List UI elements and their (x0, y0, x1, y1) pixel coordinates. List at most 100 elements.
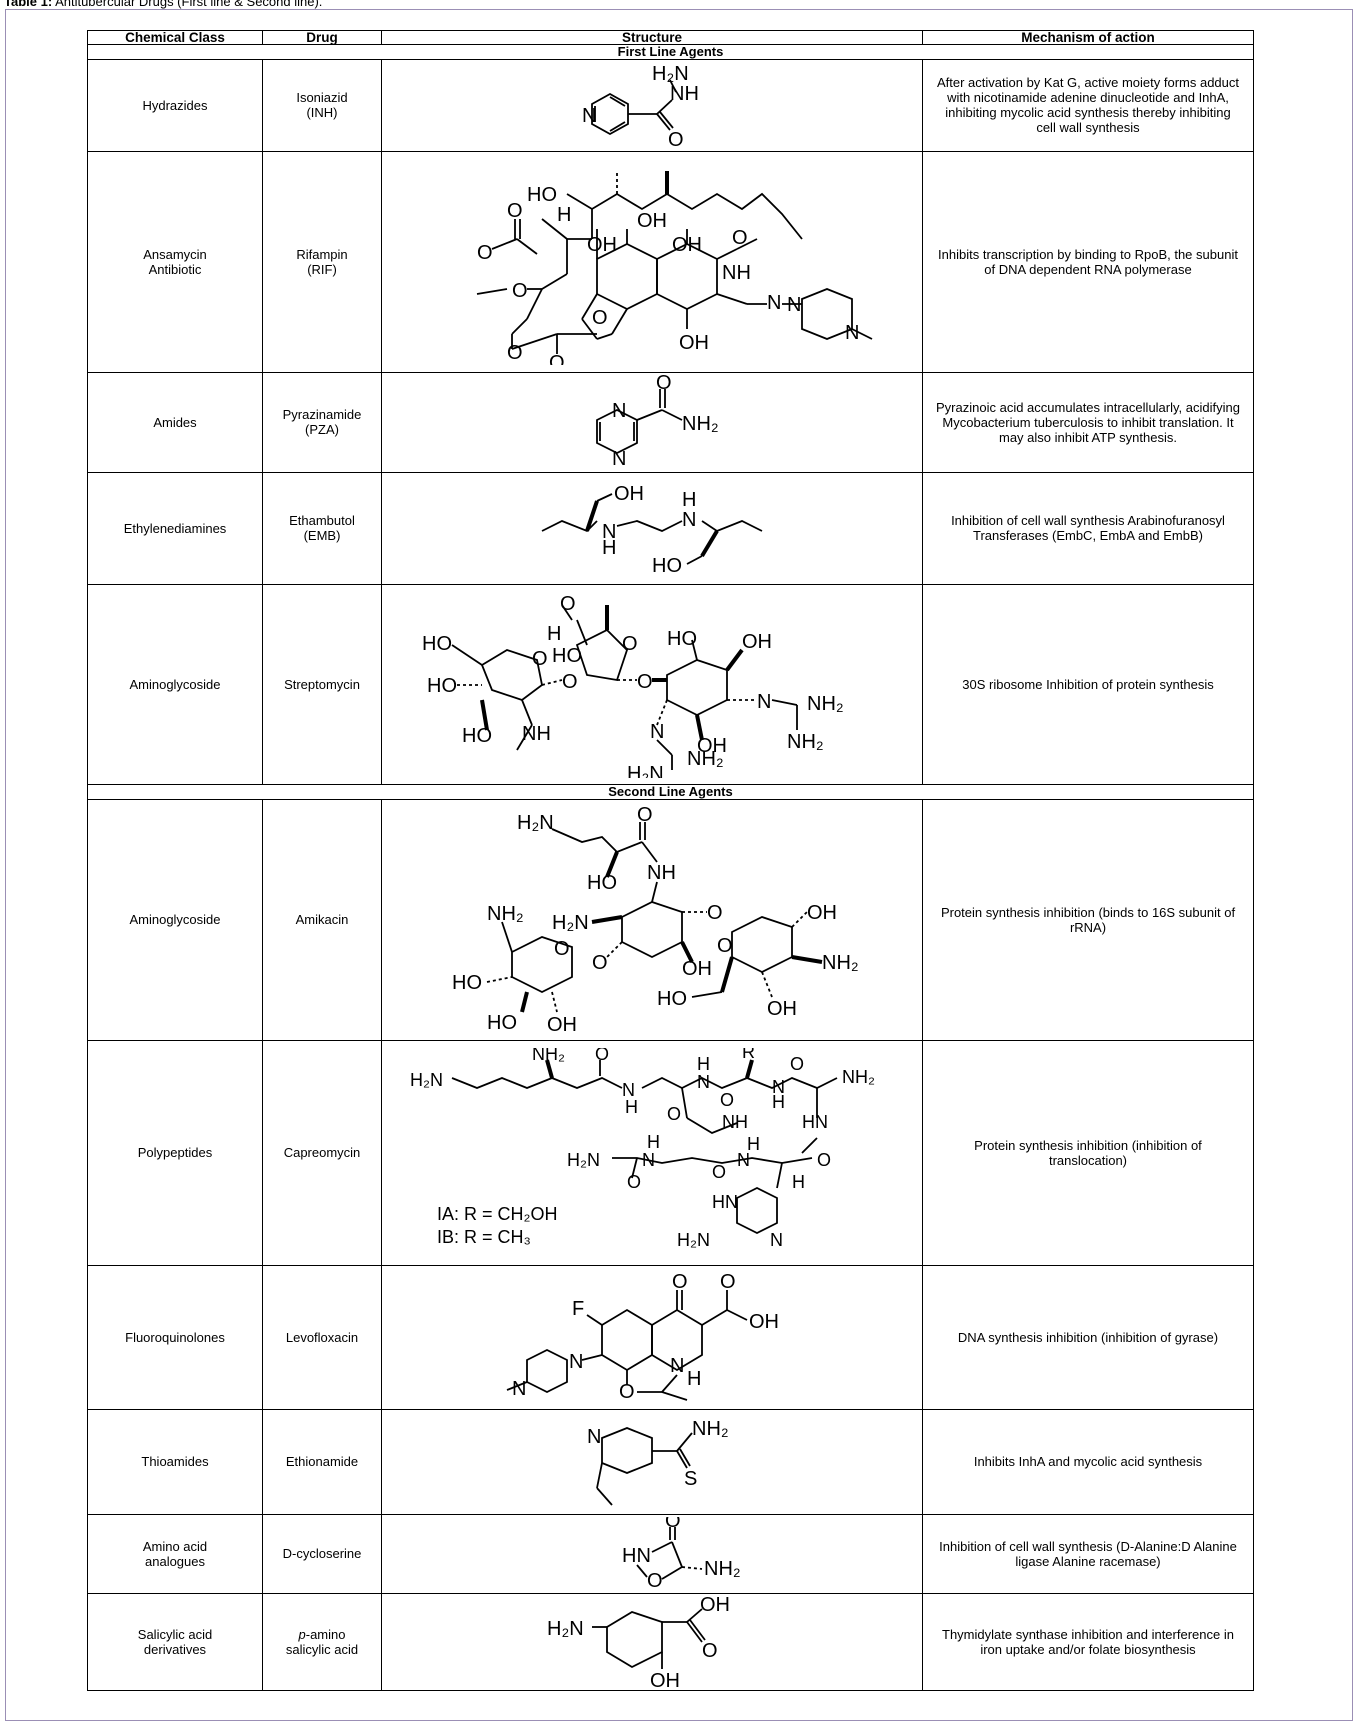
str-ho4: HO (427, 675, 457, 697)
table-row: Ansamycin Antibiotic Rifampin (RIF) (87, 151, 1254, 373)
ami-ho4: HO (657, 988, 687, 1010)
cap-ib: IB: R = CH₃ (437, 1227, 531, 1247)
cap-n1: N (622, 1080, 635, 1100)
chemical-class-cell: Aminoglycoside (87, 583, 263, 786)
header-row: Chemical Class Drug Structure Mechanism … (87, 30, 1254, 45)
cap-n5: N (737, 1150, 750, 1170)
structure-cell: H₂N NH₂ O N H H N O R H N O NH₂ O (381, 1040, 923, 1266)
str-n1: N (757, 691, 771, 713)
drug-cell: Ethionamide (262, 1408, 382, 1515)
mechanism-cell: Inhibits transcription by binding to Rpo… (922, 151, 1254, 373)
levo-f: F (572, 1298, 584, 1320)
ethambutol-structure: OH HO H N H N (541, 483, 763, 577)
pas-oh1: OH (700, 1597, 730, 1616)
chemical-class-cell: Thioamides (87, 1408, 263, 1515)
header-mechanism: Mechanism of action (922, 30, 1254, 45)
cap-h4: H (647, 1132, 660, 1152)
rif-h: H (557, 204, 571, 226)
cap-n3: N (772, 1077, 785, 1097)
inh-h2n: H₂N (652, 63, 689, 85)
section-row-second-line: Second Line Agents (87, 784, 1254, 800)
drug-prefix: p (298, 1627, 306, 1643)
mechanism-cell: After activation by Kat G, active moiety… (922, 58, 1254, 153)
capreomycin-structure: H₂N NH₂ O N H H N O R H N O NH₂ O (410, 1048, 875, 1250)
cap-o5: O (627, 1172, 641, 1192)
structure-cell: H₂N OH O OH (381, 1593, 923, 1691)
eth-s: S (684, 1468, 697, 1490)
chemical-class-cell: Salicylic acid derivatives (87, 1593, 263, 1691)
pas-oh2: OH (650, 1670, 680, 1687)
ami-h2n1: H₂N (517, 812, 554, 834)
pas-o: O (702, 1640, 718, 1662)
rif-nh: NH (722, 262, 751, 284)
rif-oh2: OH (587, 234, 617, 256)
rif-o3: O (512, 280, 528, 302)
drug-cell: Capreomycin (262, 1040, 382, 1266)
rifampin-structure: HO H OH OH OH O O O O O O O NH N (476, 170, 873, 365)
dcs-o2: O (647, 1570, 663, 1591)
drug-cell: Amikacin (262, 798, 382, 1042)
str-o3: O (532, 648, 548, 670)
ami-ho3: HO (487, 1012, 517, 1033)
page-frame (5, 9, 1353, 1721)
structure-cell: NH₂ N S (381, 1408, 923, 1515)
rif-o1: O (507, 200, 523, 222)
levo-o2: O (720, 1271, 736, 1293)
amikacin-structure: H₂N O HO NH NH₂ H₂N O OH O O OH NH₂ HO O (452, 807, 859, 1033)
levo-o1: O (672, 1271, 688, 1293)
cap-o7: O (817, 1150, 831, 1170)
rif-o7: O (732, 227, 748, 249)
str-oh1: OH (742, 631, 772, 653)
cap-ia: IA: R = CH₂OH (437, 1204, 558, 1224)
pas-h2n: H₂N (547, 1618, 584, 1640)
cap-h3: H (772, 1092, 785, 1112)
structure-cell: O H HO O HO OH HO O O O N NH₂ HO HO (381, 583, 923, 786)
rif-n1: N (767, 292, 781, 314)
rif-o5: O (592, 307, 608, 329)
streptomycin-structure: O H HO O HO OH HO O O O N NH₂ HO HO (422, 593, 844, 778)
str-o1: O (560, 593, 576, 615)
structure-cell: O HN O NH₂ (381, 1513, 923, 1595)
drug-cell: Levofloxacin (262, 1264, 382, 1410)
drug-name: -amino salicylic acid (285, 1627, 359, 1658)
ami-oh1: OH (682, 958, 712, 980)
inh-o: O (668, 129, 684, 148)
drug-cell: Streptomycin (262, 583, 382, 786)
str-ho2: HO (667, 628, 697, 650)
chemical-class-cell: Ansamycin Antibiotic (87, 151, 263, 373)
header-drug: Drug (262, 30, 382, 45)
ami-nh: NH (647, 862, 676, 884)
cap-o4: O (667, 1104, 681, 1124)
cap-h6: H (792, 1172, 805, 1192)
table-row: Polypeptides Capreomycin (87, 1040, 1254, 1266)
rif-oh4: OH (679, 332, 709, 354)
table-row: Thioamides Ethionamide NH₂ N S Inhibits … (87, 1408, 1254, 1515)
table-row: Amino acid analogues D-cycloserine O HN … (87, 1513, 1254, 1595)
inh-n: N (582, 105, 596, 127)
cap-n2: N (697, 1072, 710, 1092)
str-ho3: HO (422, 633, 452, 655)
levo-oh: OH (749, 1311, 779, 1333)
table-row: Aminoglycoside Amikacin (87, 798, 1254, 1042)
structure-cell: HO H OH OH OH O O O O O O O NH N (381, 151, 923, 373)
structure-cell: H₂N NH N O (381, 58, 923, 153)
structure-cell: F O O OH N N N H O (381, 1264, 923, 1410)
pza-nh2: NH₂ (682, 413, 719, 435)
emb-ho: HO (652, 555, 682, 577)
chemical-class-cell: Hydrazides (87, 58, 263, 153)
str-nh2b: NH₂ (787, 731, 824, 753)
table-row: Hydrazides Isoniazid (INH) H₂N NH N O (87, 58, 1254, 153)
str-nh2a: NH₂ (807, 693, 844, 715)
cap-o2: O (720, 1090, 734, 1110)
drug-cell: Rifampin (RIF) (262, 151, 382, 373)
section-title-second-line: Second Line Agents (87, 784, 1254, 800)
ami-o2: O (707, 902, 723, 924)
cap-n6: N (770, 1230, 783, 1250)
pyrazinamide-structure: O N N NH₂ (596, 375, 719, 469)
str-nh: NH (522, 723, 551, 745)
emb-h2: H (682, 489, 696, 511)
drug-cell: Ethambutol (EMB) (262, 472, 382, 585)
table-caption: Table 1: Antitubercular Drugs (First lin… (4, 0, 322, 9)
chemical-class-cell: Amides (87, 371, 263, 474)
str-o5: O (637, 671, 653, 693)
